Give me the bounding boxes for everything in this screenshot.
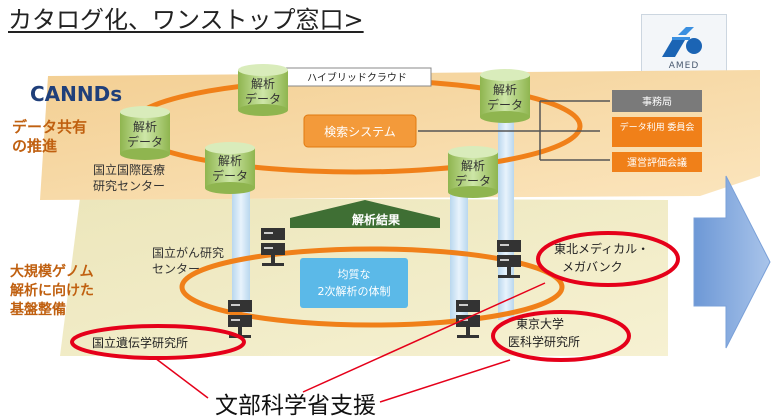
pillar-right [498, 120, 514, 320]
pointer-line-nig [154, 357, 209, 399]
server-icon [261, 228, 285, 266]
analysis-data-3-line1: 解析 [493, 83, 517, 97]
support-caption: 文部科学省支援 [215, 393, 376, 419]
right-box-data-committee-label: データ利用 委員会 [620, 121, 695, 133]
analysis-data-4-line1: 解析 [218, 154, 242, 168]
analysis-result-label: 解析結果 [352, 212, 400, 227]
hybrid-cloud-label: ハイブリッドクラウド [307, 71, 407, 84]
bottom-network-ring [179, 246, 565, 328]
server-icon [497, 240, 521, 278]
nig-label: 国立遺伝学研究所 [92, 335, 188, 350]
genome-label-2: 解析に向けた [10, 282, 94, 299]
analysis-data-cylinder-5: 解析 データ [448, 146, 498, 198]
ncgm-label-1: 国立国際医療 [93, 162, 165, 177]
analysis-data-2-line1: 解析 [251, 77, 275, 91]
tokyo-highlight-ellipse [491, 310, 631, 362]
pointer-line-tokyo [379, 359, 511, 403]
cannds-label: CANNDs [30, 82, 122, 106]
nccc-label-1: 国立がん研究 [152, 245, 224, 260]
tohoku-label-1: 東北メディカル・ [554, 241, 649, 256]
analysis-data-2-line2: データ [245, 91, 281, 106]
nig-highlight-ellipse [70, 324, 246, 360]
uniform-analysis-label-2: 2次解析の体制 [318, 284, 391, 298]
right-box-data-committee [612, 117, 702, 147]
tokyo-label-2: 医科学研究所 [508, 334, 580, 349]
analysis-data-cylinder-2: 解析 データ [238, 64, 288, 116]
right-box-secretariat-label: 事務局 [642, 95, 672, 108]
analysis-result-arrow [290, 200, 440, 228]
right-box-steering [612, 152, 702, 172]
analysis-data-1-line1: 解析 [133, 120, 157, 134]
amed-logo-icon [662, 27, 702, 57]
analysis-data-3-line2: データ [487, 97, 523, 112]
right-arrow-icon [693, 175, 771, 349]
data-sharing-label-1: データ共有 [12, 118, 87, 136]
analysis-data-5-line2: データ [455, 173, 491, 188]
search-system-box [303, 114, 417, 148]
uniform-analysis-label-1: 均質な [338, 267, 371, 281]
server-icon [456, 300, 480, 338]
pillar-left [232, 165, 250, 325]
amed-logo: AMED [641, 14, 727, 80]
analysis-data-cylinder-4: 解析 データ [205, 142, 255, 194]
genome-label-3: 基盤整備 [10, 301, 66, 318]
analysis-data-cylinder-1: 解析 データ [120, 106, 170, 160]
analysis-data-cylinder-3: 解析 データ [480, 69, 530, 123]
data-sharing-label-2: の推進 [12, 137, 58, 155]
analysis-data-1-line2: データ [127, 134, 163, 149]
amed-logo-text: AMED [668, 61, 700, 71]
tokyo-label-1: 東京大学 [516, 316, 564, 331]
page-title: カタログ化、ワンストップ窓口> [8, 6, 364, 34]
right-box-steering-label: 運営評価会議 [627, 156, 687, 169]
uniform-analysis-box [300, 258, 408, 308]
tohoku-label-2: メガバンク [562, 260, 623, 274]
genome-label-1: 大規模ゲノム [10, 263, 94, 280]
ncgm-label-2: 研究センター [93, 178, 165, 193]
pointer-line-tohoku [302, 282, 546, 393]
right-box-secretariat [612, 90, 702, 112]
tohoku-highlight-ellipse [536, 231, 680, 287]
analysis-data-5-line1: 解析 [461, 159, 485, 173]
pillar-center [450, 165, 468, 325]
search-system-label: 検索システム [324, 125, 396, 139]
nccc-label-2: センター [152, 262, 200, 276]
analysis-data-4-line2: データ [212, 168, 248, 183]
